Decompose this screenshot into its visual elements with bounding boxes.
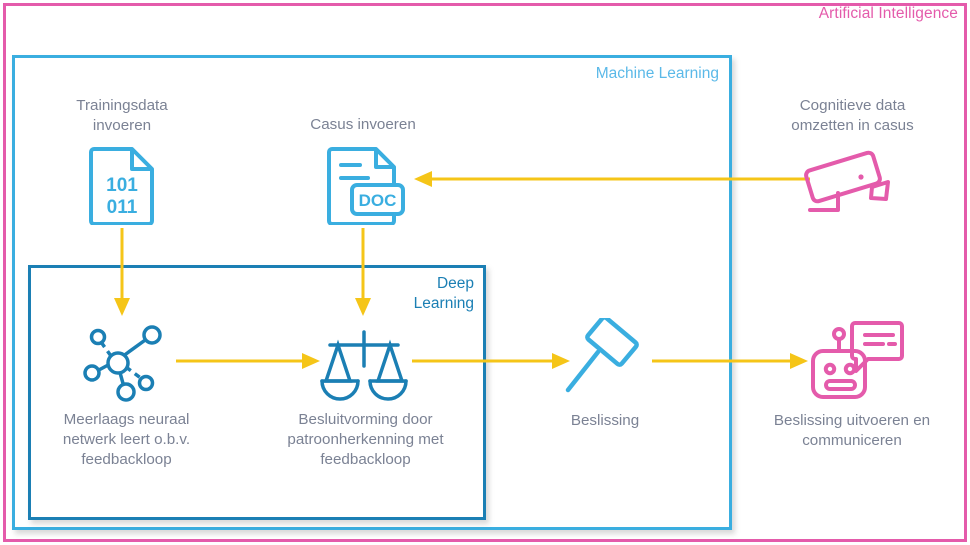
binary-file-icon-line2: 011	[107, 197, 138, 218]
doc-file-icon: DOC	[327, 147, 405, 225]
deep-learning-frame: Deep Learning	[28, 265, 486, 520]
arrow-doc-to-scales	[355, 228, 371, 316]
machine-learning-label: Machine Learning	[595, 65, 719, 82]
caption-neural-network: Meerlaags neuraal netwerk leert o.b.v. f…	[62, 411, 191, 469]
caption-decision-making: Besluitvorming door patroonherkenning me…	[287, 411, 444, 469]
binary-file-icon: 101 011	[89, 147, 154, 225]
artificial-intelligence-frame	[3, 3, 967, 542]
caption-decision: Beslissing	[570, 412, 640, 429]
arrow-trainingdata-to-network	[114, 228, 130, 316]
gavel-icon	[565, 318, 639, 393]
caption-training-data: Trainingsdata invoeren	[76, 97, 168, 135]
arrow-network-to-scales	[176, 353, 320, 369]
balance-scales-icon	[320, 330, 408, 401]
security-camera-icon	[804, 150, 890, 212]
neural-network-icon	[83, 325, 162, 402]
arrow-scales-to-gavel	[412, 353, 570, 369]
deep-learning-label: Deep Learning	[413, 275, 474, 312]
arrow-gavel-to-robot	[652, 353, 808, 369]
robot-chat-icon	[811, 321, 904, 399]
doc-file-icon-label: DOC	[359, 191, 397, 210]
caption-case-input: Casus invoeren	[310, 116, 416, 133]
binary-file-icon-line1: 101	[106, 175, 138, 196]
caption-execute-communicate: Beslissing uitvoeren en communiceren	[773, 412, 931, 450]
artificial-intelligence-label: Artificial Intelligence	[818, 5, 958, 22]
arrow-camera-to-doc	[414, 171, 810, 187]
caption-cognitive-data: Cognitieve data omzetten in casus	[791, 97, 914, 135]
